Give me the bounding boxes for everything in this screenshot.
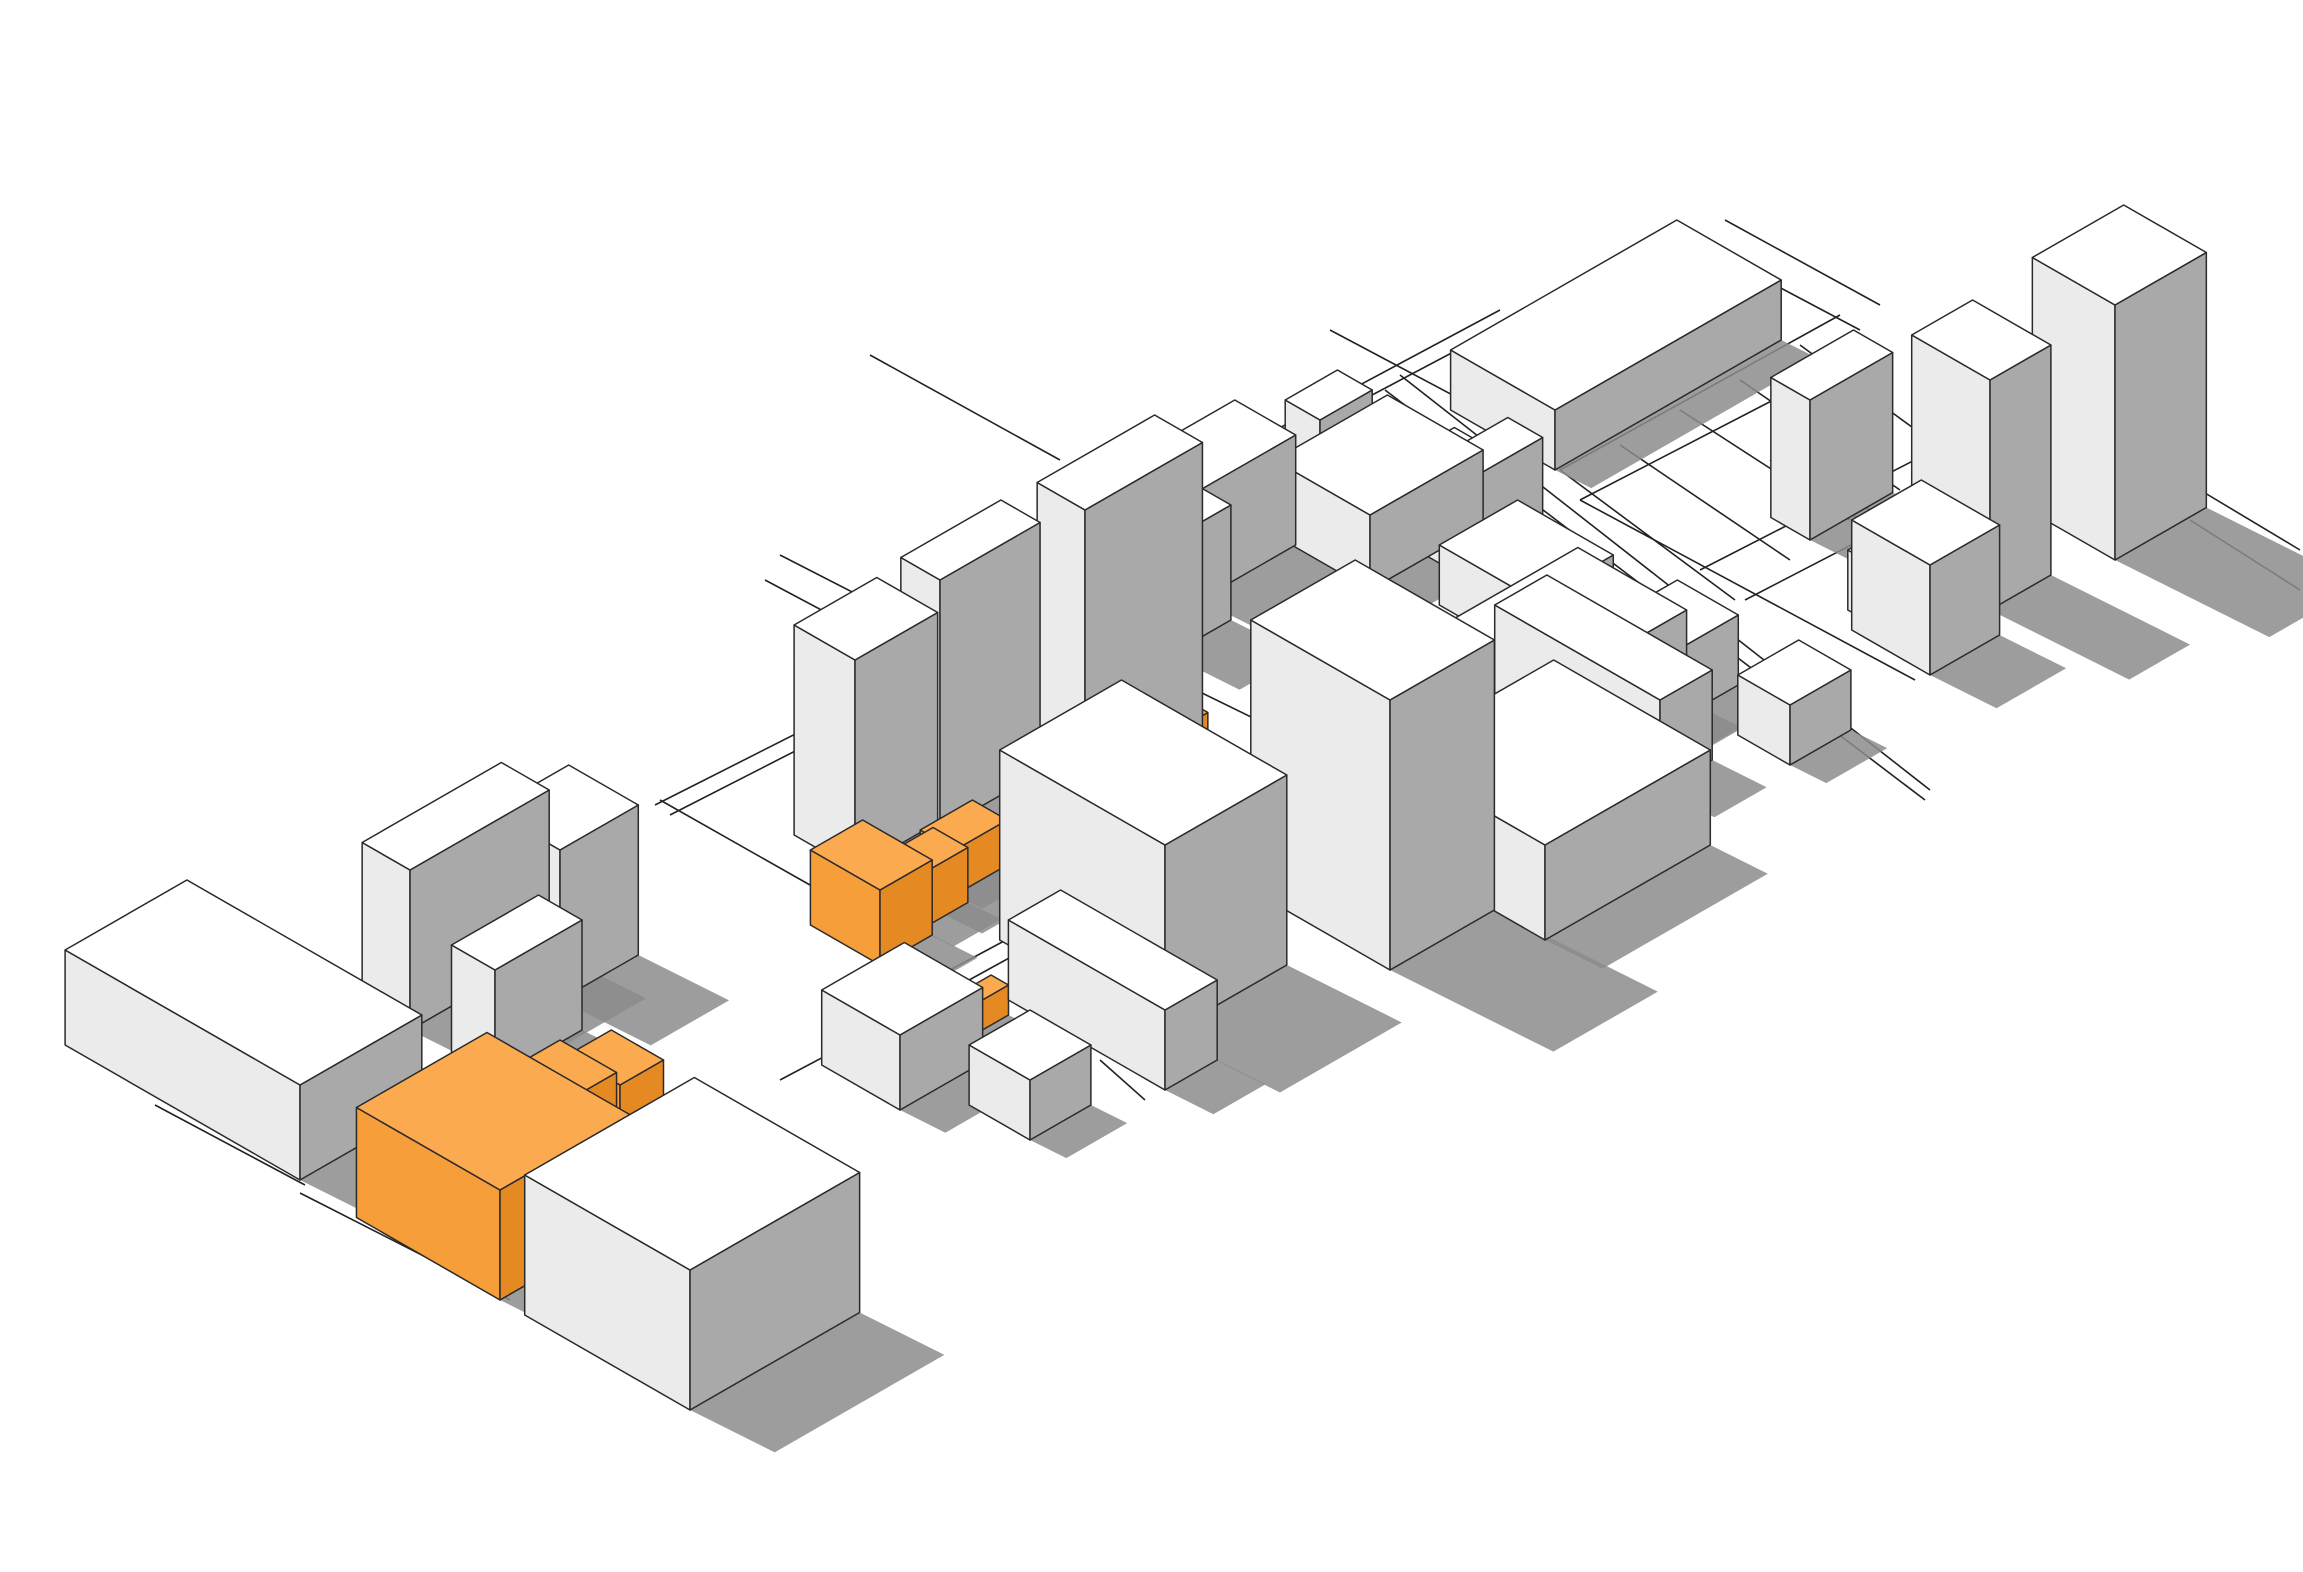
building-shadow: [1165, 965, 1402, 1093]
street-line: [1579, 499, 1916, 681]
building-shadow: [1390, 910, 1658, 1052]
roof: [450, 894, 583, 971]
building-shadow: [1545, 845, 1768, 969]
roof: [1910, 299, 2052, 381]
building-shadow: [920, 902, 1002, 947]
street-line: [869, 354, 1061, 461]
existing-building: [64, 879, 423, 1181]
roof: [1493, 574, 1713, 701]
roof: [793, 576, 939, 661]
existing-building: [793, 576, 939, 871]
existing-building: [1850, 479, 2001, 676]
street-line: [1619, 444, 1791, 561]
roof: [968, 1009, 1092, 1081]
roof: [64, 879, 423, 1086]
existing-building: [361, 761, 550, 1031]
street-line: [1559, 469, 1736, 601]
highlighted-building: [809, 819, 933, 966]
roof: [1007, 889, 1218, 1011]
roof: [1850, 479, 2001, 566]
roof: [809, 819, 933, 891]
facade-right: [2114, 251, 2208, 561]
building-masses: [64, 204, 2208, 1411]
existing-building: [820, 941, 984, 1111]
roof: [1449, 219, 1782, 411]
roof: [2031, 204, 2208, 306]
roof: [1036, 414, 1204, 511]
roof: [820, 941, 984, 1036]
roof: [361, 761, 550, 871]
roof: [900, 499, 1041, 581]
existing-building: [523, 1076, 861, 1411]
roof: [1737, 639, 1852, 706]
roof: [1284, 369, 1373, 421]
existing-building: [1007, 889, 1218, 1091]
building-shadow: [1200, 545, 1363, 634]
existing-building: [2031, 204, 2208, 561]
existing-building: [1737, 639, 1852, 766]
building-shadow: [1990, 575, 2191, 680]
roof: [523, 1076, 861, 1271]
street-line: [1099, 1059, 1146, 1101]
street-line: [659, 799, 811, 886]
existing-building: [1770, 329, 1894, 541]
street-line: [1724, 219, 1881, 306]
building-shadow: [1030, 1105, 1128, 1159]
facade-left: [1770, 376, 1811, 541]
building-shadow: [1165, 1060, 1266, 1115]
building-shadow: [2115, 507, 2303, 638]
street-line: [154, 1104, 306, 1186]
building-shadow: [1555, 340, 1818, 489]
building-shadow: [690, 1312, 945, 1453]
roof: [1273, 394, 1484, 516]
roof: [1770, 329, 1894, 401]
building-shadow: [1790, 730, 1888, 784]
building-shadow: [1930, 635, 2067, 709]
existing-building: [968, 1009, 1092, 1141]
roof: [998, 679, 1288, 846]
street-line: [2199, 489, 2301, 551]
roof: [1250, 559, 1496, 701]
